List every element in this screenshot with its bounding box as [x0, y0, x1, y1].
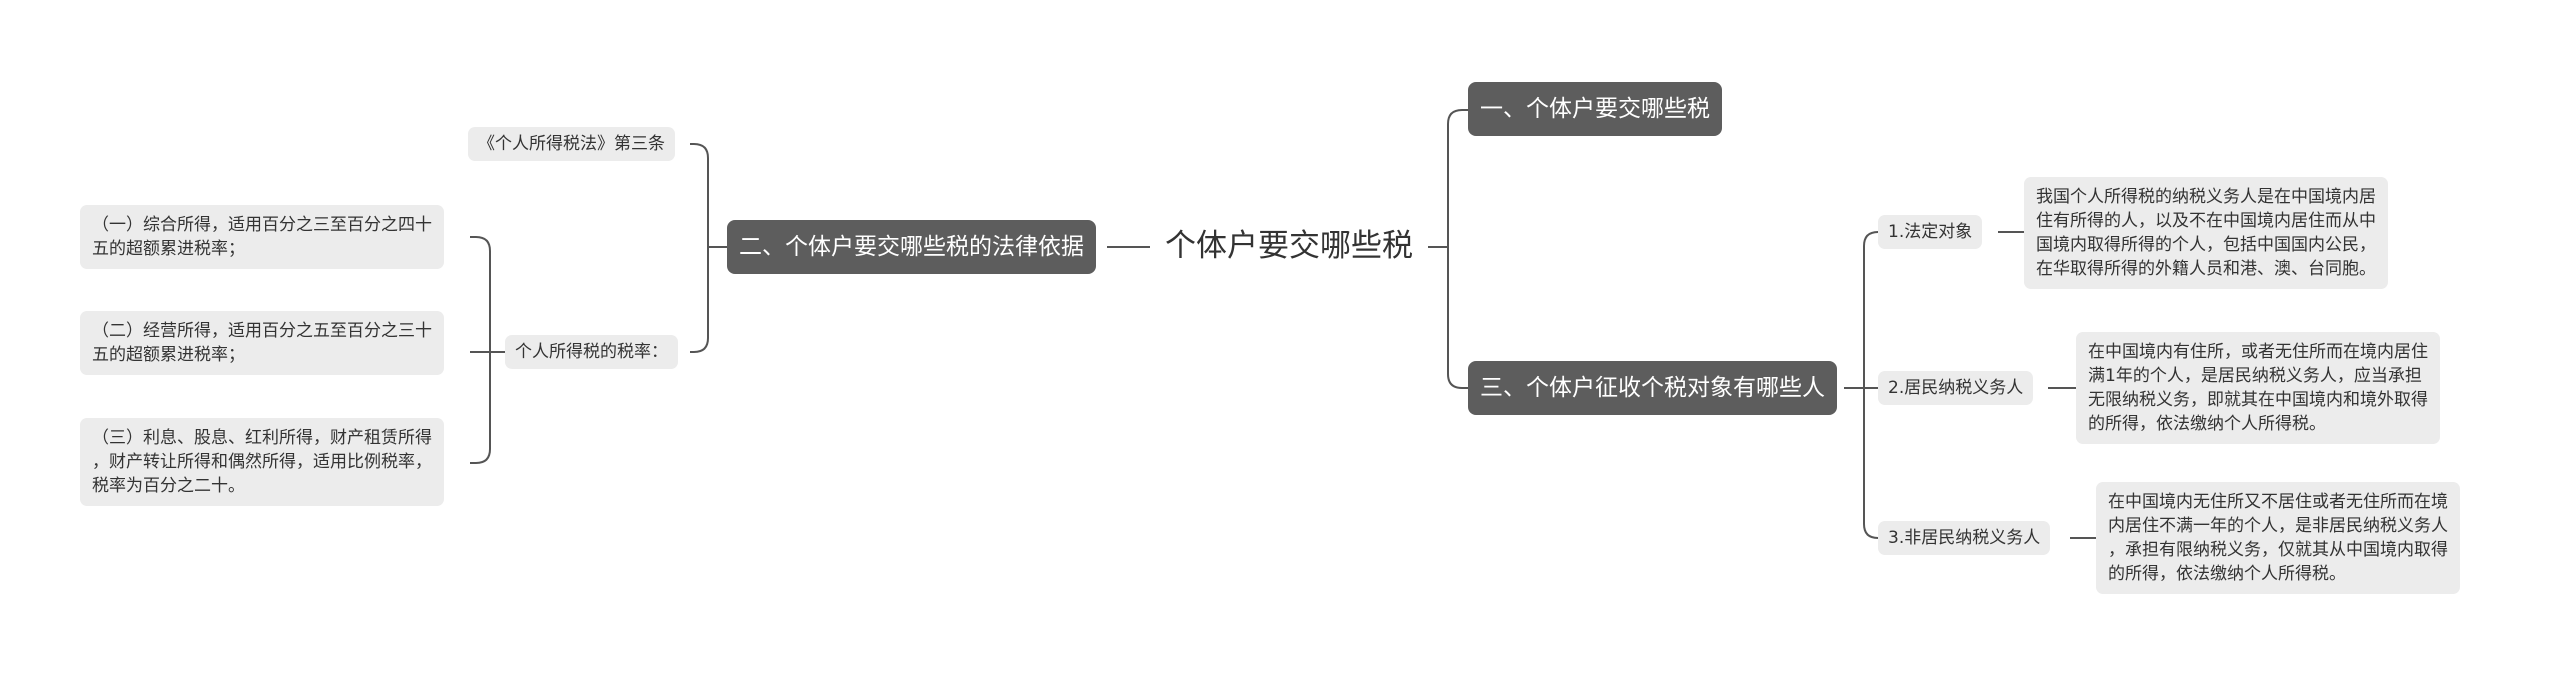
law-article-node[interactable]: 《个人所得税法》第三条 — [468, 127, 675, 161]
detail-line: 的所得，依法缴纳个人所得税。 — [2088, 414, 2326, 434]
branch-taxpayers[interactable]: 三、个体户征收个税对象有哪些人 — [1468, 361, 1837, 415]
link-b2-rate — [690, 247, 709, 353]
detail-line: 的所得，依法缴纳个人所得税。 — [2108, 564, 2346, 584]
legal-object-detail[interactable]: 我国个人所得税的纳税义务人是在中国境内居 住有所得的人，以及不在中国境内居住而从… — [2024, 177, 2388, 289]
link-b2-law — [690, 143, 709, 247]
root-topic[interactable]: 个体户要交哪些税 — [1165, 228, 1413, 264]
link-root-b3 — [1447, 247, 1478, 389]
rate-item-line: ，财产转让所得和偶然所得，适用比例税率， — [92, 452, 432, 472]
detail-line: 我国个人所得税的纳税义务人是在中国境内居 — [2036, 187, 2376, 207]
resident-taxpayer-node[interactable]: 2.居民纳税义务人 — [1878, 371, 2034, 405]
detail-line: 在中国境内无住所又不居住或者无住所而在境 — [2108, 492, 2448, 512]
detail-line: 内居住不满一年的个人，是非居民纳税义务人 — [2108, 516, 2448, 536]
branch-legal-basis[interactable]: 二、个体户要交哪些税的法律依据 — [727, 220, 1096, 274]
rate-item-line: （三）利息、股息、红利所得，财产租赁所得 — [92, 428, 432, 448]
tax-rate-node[interactable]: 个人所得税的税率： — [505, 335, 678, 369]
detail-line: 国境内取得所得的个人，包括中国国内公民， — [2036, 235, 2376, 255]
link-b3-c1 — [1863, 231, 1882, 388]
legal-object-node[interactable]: 1.法定对象 — [1878, 215, 1983, 249]
rate-item-line: （一）综合所得，适用百分之三至百分之四十 — [92, 215, 432, 235]
detail-line: 无限纳税义务，即就其在中国境内和境外取得 — [2088, 390, 2428, 410]
detail-line: 住有所得的人，以及不在中国境内居住而从中 — [2036, 211, 2376, 231]
rate-item-business[interactable]: （二）经营所得，适用百分之五至百分之三十 五的超额累进税率； — [80, 311, 444, 375]
rate-item-line: 五的超额累进税率； — [92, 345, 245, 365]
detail-line: 在华取得所得的外籍人员和港、澳、台同胞。 — [2036, 259, 2376, 279]
rate-item-comprehensive[interactable]: （一）综合所得，适用百分之三至百分之四十 五的超额累进税率； — [80, 205, 444, 269]
resident-taxpayer-detail[interactable]: 在中国境内有住所，或者无住所而在境内居住 满1年的个人，是居民纳税义务人，应当承… — [2076, 332, 2440, 444]
rate-item-line: 五的超额累进税率； — [92, 239, 245, 259]
nonresident-taxpayer-detail[interactable]: 在中国境内无住所又不居住或者无住所而在境 内居住不满一年的个人，是非居民纳税义务… — [2096, 482, 2460, 594]
rate-item-interest[interactable]: （三）利息、股息、红利所得，财产租赁所得 ，财产转让所得和偶然所得，适用比例税率… — [80, 418, 444, 506]
detail-line: ，承担有限纳税义务，仅就其从中国境内取得 — [2108, 540, 2448, 560]
link-rate-item3 — [470, 352, 491, 464]
branch-what-taxes[interactable]: 一、个体户要交哪些税 — [1468, 82, 1722, 136]
nonresident-taxpayer-node[interactable]: 3.非居民纳税义务人 — [1878, 521, 2051, 555]
link-root-b1 — [1447, 109, 1478, 247]
detail-line: 在中国境内有住所，或者无住所而在境内居住 — [2088, 342, 2428, 362]
link-rate-item1 — [470, 236, 491, 352]
rate-item-line: 税率为百分之二十。 — [92, 476, 245, 496]
rate-item-line: （二）经营所得，适用百分之五至百分之三十 — [92, 321, 432, 341]
detail-line: 满1年的个人，是居民纳税义务人，应当承担 — [2088, 366, 2422, 386]
link-b3-c3 — [1863, 388, 1882, 539]
